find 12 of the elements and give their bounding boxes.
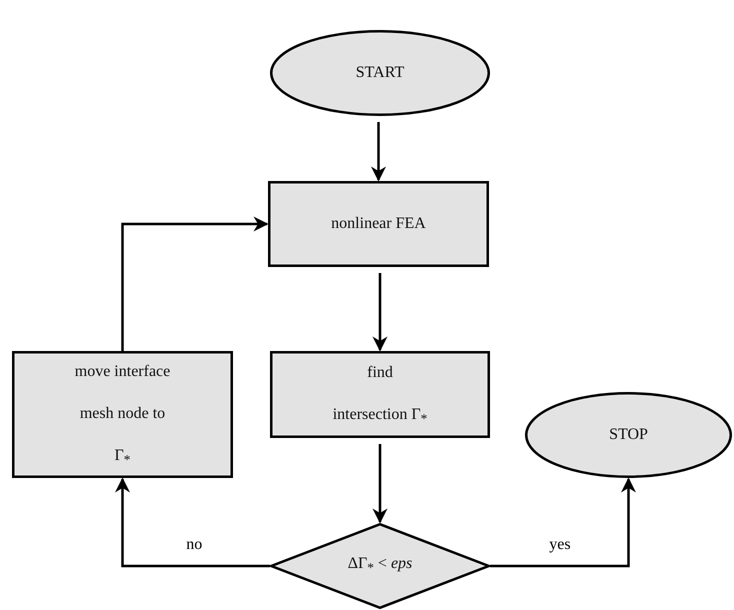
node-text: nonlinear FEA: [331, 215, 426, 233]
node-text: STOP: [609, 426, 648, 444]
arrow: [372, 444, 388, 524]
arrow: [115, 478, 270, 568]
node-text: ΔΓ$_{*}$ < eps: [348, 555, 412, 577]
arrow: [121, 216, 268, 351]
node-text: START: [356, 64, 404, 82]
arrow: [372, 273, 388, 352]
arrow: [490, 478, 636, 568]
node-text: move interface mesh node to Γ$_{*}$: [74, 362, 172, 469]
node-text: find intersection Γ$_{*}$: [332, 363, 428, 428]
arrow: [371, 122, 386, 182]
